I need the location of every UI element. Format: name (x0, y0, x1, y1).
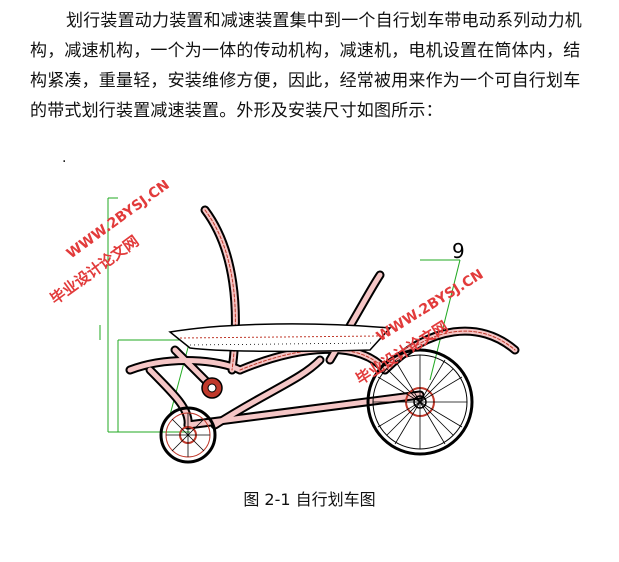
callout-number: 9 (452, 239, 465, 263)
bike-figure: 9 毕业设计论文网 WWW.2BYSJ.CN 毕业设计论文网 WWW.2BYSJ… (47, 180, 520, 464)
figure-caption: 图 2-1 自行划车图 (243, 490, 376, 509)
chainring (201, 377, 223, 399)
rear-wheel (366, 348, 474, 456)
watermark-left: 毕业设计论文网 WWW.2BYSJ.CN (47, 180, 173, 308)
stray-dot: . (62, 150, 67, 166)
front-wheel (159, 406, 217, 464)
seat (168, 323, 392, 353)
dimension-lines (99, 197, 461, 433)
paragraph-text: 划行装置动力装置和减速装置集中到一个自行划车带电动系列动力机构，减速机构，一个为… (30, 11, 582, 121)
body-paragraph: 划行装置动力装置和减速装置集中到一个自行划车带电动系列动力机构，减速机构，一个为… (30, 6, 595, 126)
